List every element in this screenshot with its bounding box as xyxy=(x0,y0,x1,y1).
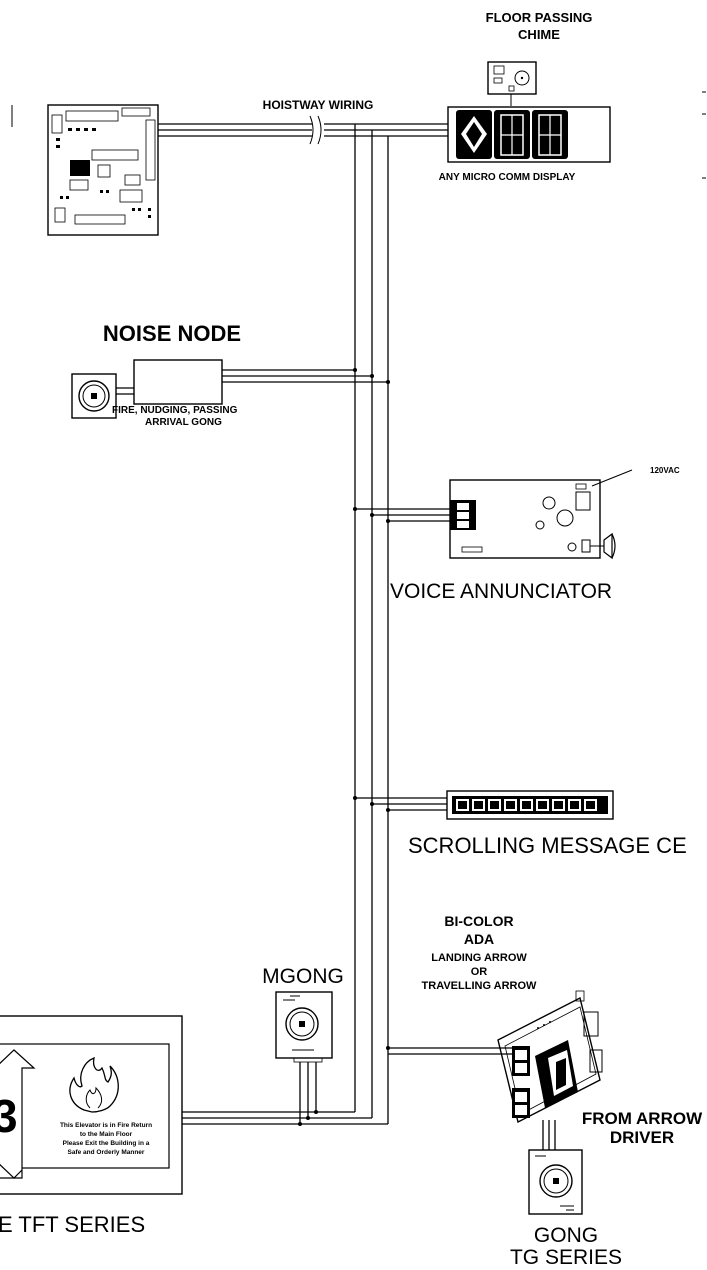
bicolor-line2: ADA xyxy=(464,931,494,947)
from-arrow-line1: FROM ARROW xyxy=(582,1109,703,1128)
controller-board xyxy=(47,104,159,236)
tft-msg-line3: Please Exit the Building in a xyxy=(63,1140,150,1147)
riser-wires xyxy=(354,124,389,1124)
from-arrow-line2: DRIVER xyxy=(610,1128,674,1147)
terminal-3-label: 3 xyxy=(472,506,476,512)
floor-passing-chime xyxy=(487,61,537,106)
gong-title-line2: TG SERIES xyxy=(510,1246,622,1269)
noise-node-caption-line1: FIRE, NUDGING, PASSING xyxy=(112,405,238,416)
voice-annunciator-title: VOICE ANNUNCIATOR xyxy=(390,580,612,603)
tft-msg-line1: This Elevator is in Fire Return xyxy=(60,1122,152,1129)
voltage-label: 120VAC xyxy=(650,466,680,475)
tft-display: 3 This Elevator is in Fire Return to the… xyxy=(0,1015,183,1195)
noise-node xyxy=(71,359,390,419)
mgong-title: MGONG xyxy=(262,965,344,988)
scrolling-message-title: SCROLLING MESSAGE CE xyxy=(408,833,687,858)
scrolling-message-sign xyxy=(353,790,614,820)
tft-msg-line4: Safe and Orderly Manner xyxy=(68,1149,145,1156)
voice-annunciator: 3 2 1 xyxy=(353,469,633,560)
micro-comm-display xyxy=(447,106,611,163)
bicolor-line4: OR xyxy=(471,966,488,978)
bicolor-line3: LANDING ARROW xyxy=(431,952,527,964)
bicolor-line5: TRAVELLING ARROW xyxy=(422,980,537,992)
gong-tg-fixture xyxy=(528,1149,583,1215)
bicolor-arrow-fixture xyxy=(386,990,603,1163)
fire-icon xyxy=(69,1056,119,1113)
tft-feed-wires xyxy=(182,1110,388,1126)
micro-comm-display-label: ANY MICRO COMM DISPLAY xyxy=(439,172,576,183)
tft-series-title: E TFT SERIES xyxy=(0,1212,145,1237)
hoistway-wiring-bundle xyxy=(158,115,448,145)
chime-title-line1: FLOOR PASSING xyxy=(486,10,593,25)
edge-ticks xyxy=(702,91,706,179)
tft-msg-line2: to the Main Floor xyxy=(80,1131,133,1138)
mgong-fixture xyxy=(275,991,333,1124)
bicolor-line1: BI-COLOR xyxy=(444,913,513,929)
hoistway-wiring-label: HOISTWAY WIRING xyxy=(263,98,374,112)
noise-node-title: NOISE NODE xyxy=(103,321,241,346)
gong-title-line1: GONG xyxy=(534,1224,598,1247)
chime-title-line2: CHIME xyxy=(518,27,560,42)
terminal-1-label: 1 xyxy=(472,524,476,530)
tft-floor-digit: 3 xyxy=(0,1090,18,1142)
noise-node-caption-line2: ARRIVAL GONG xyxy=(145,417,222,428)
terminal-2-label: 2 xyxy=(472,515,476,521)
